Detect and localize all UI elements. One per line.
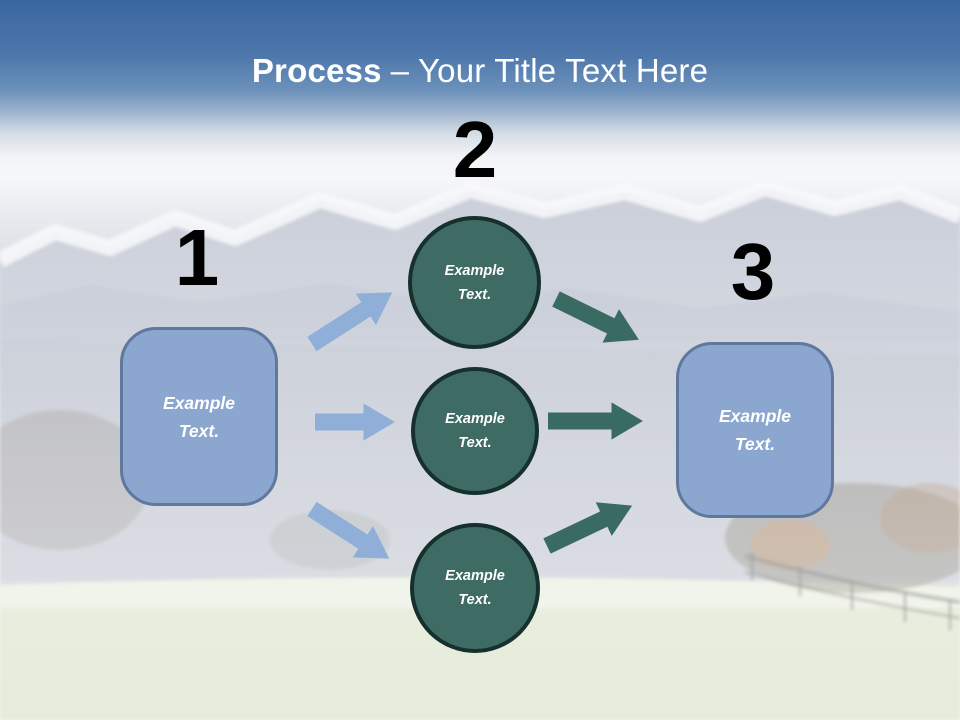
step-number-2: 2: [452, 105, 498, 194]
process-circle-middle[interactable]: Example Text.: [411, 367, 539, 495]
arrow-top-circle-to-right-icon: [552, 291, 639, 343]
process-box-step1[interactable]: Example Text.: [120, 327, 278, 506]
process-circle-top-label: Example Text.: [444, 262, 505, 303]
step-number-1: 1: [174, 213, 220, 302]
process-circle-bottom[interactable]: Example Text.: [410, 523, 540, 653]
step-number-3: 3: [730, 227, 776, 316]
arrow-bottom-circle-to-right-icon: [543, 502, 633, 554]
arrow-left-to-top-circle-icon: [307, 292, 393, 352]
process-box-step3-label: Example Text.: [719, 406, 791, 454]
process-box-step1-label: Example Text.: [163, 392, 235, 441]
process-circle-bottom-label: Example Text.: [445, 568, 505, 608]
process-circle-top[interactable]: Example Text.: [408, 216, 541, 349]
process-box-step3[interactable]: Example Text.: [676, 342, 834, 518]
arrow-left-to-bottom-circle-icon: [307, 501, 390, 559]
process-circle-middle-label: Example Text.: [445, 411, 505, 451]
slide-title: Process– Your Title Text Here: [0, 52, 960, 90]
title-keyword: Process: [251, 52, 382, 89]
title-text: – Your Title Text Here: [390, 52, 709, 89]
